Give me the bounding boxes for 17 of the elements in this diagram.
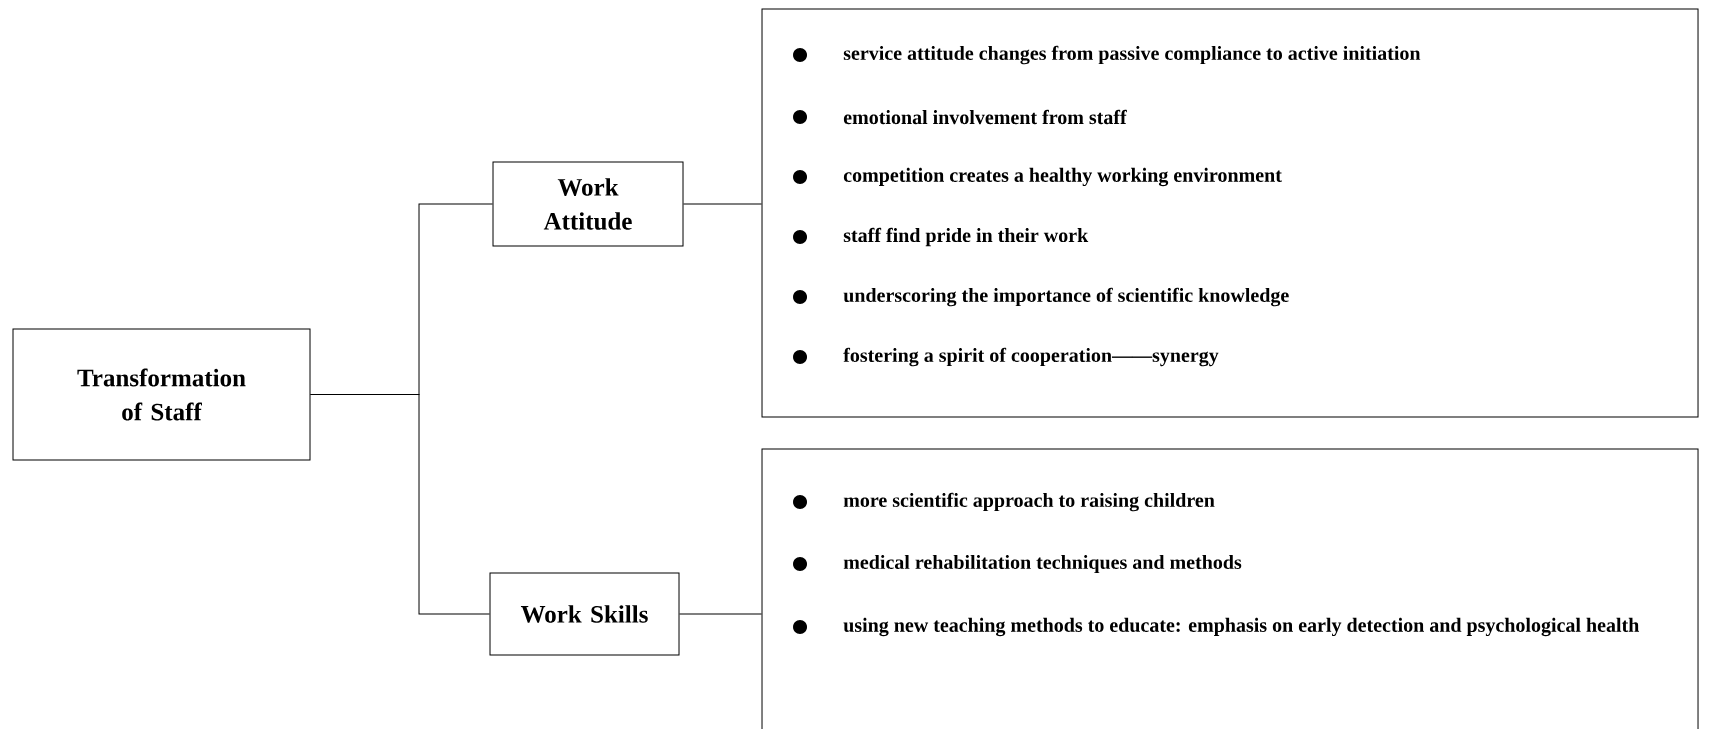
category-box: Work Attitude xyxy=(492,161,684,247)
bullet-item: fostering a spirit of cooperation——synergy xyxy=(793,347,1219,367)
category-box: Work Skills xyxy=(489,572,680,656)
bullet-item: competition creates a healthy working environment xyxy=(793,167,1282,187)
bullet-item: service attitude changes from passive compliance to active initiation xyxy=(793,45,1421,65)
bullet-item: staff find pride in their work xyxy=(793,227,1089,247)
bullet-item: more scientific approach to raising children xyxy=(793,492,1215,512)
list-box xyxy=(761,448,1699,729)
connector-line xyxy=(683,203,762,205)
bullet-item: emotional involvement from staff xyxy=(793,109,1127,125)
title-box: Transformation of Staff xyxy=(12,328,311,461)
connector-line xyxy=(310,394,490,615)
bullet-item: medical rehabilitation techniques and methods xyxy=(793,554,1242,574)
list-box xyxy=(761,8,1699,418)
bullet-item: using new teaching methods to educate: emphasis on early detection and psychological health xyxy=(793,617,1640,637)
connector-line xyxy=(679,613,762,615)
bullet-item: underscoring the importance of scientific knowledge xyxy=(793,287,1289,307)
